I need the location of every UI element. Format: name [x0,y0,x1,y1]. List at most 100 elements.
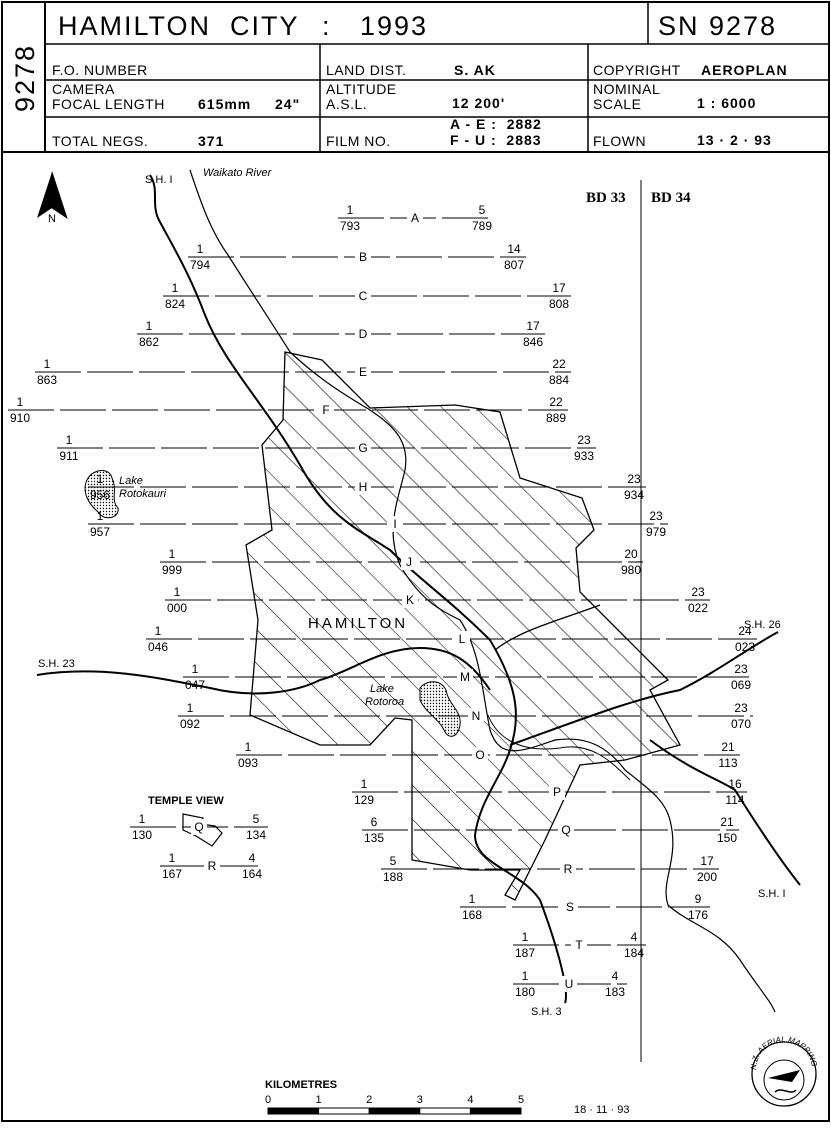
asl-label: A.S.L. [326,96,367,112]
lake-rotoroa-label-1: Lake [370,683,394,695]
run-label-gap [468,708,484,724]
run-f-right-bottom: 889 [546,411,566,425]
sheet-title: HAMILTON CITY [58,11,300,41]
run-tr-left-bottom: 167 [162,867,182,881]
run-i-left-bottom: 957 [90,525,110,539]
river-label: Waikato River [203,167,273,179]
run-label-gap [355,288,371,304]
run-label-gap [355,364,371,380]
run-label-gap [549,784,565,800]
total-negs-value: 371 [198,133,224,149]
nominal-label: NOMINAL [593,81,660,97]
lake-rotokauri [84,470,119,519]
run-f-right-top: 22 [549,395,563,409]
total-negs-label: TOTAL NEGS. [52,133,148,149]
waikato-river-bank [487,714,631,781]
run-tq-left-bottom: 130 [132,828,152,842]
run-p-left-bottom: 129 [354,793,374,807]
copyright-value: AEROPLAN [701,62,788,78]
focal-mm: 615mm [198,96,251,112]
flown-value: 13 · 2 · 93 [697,132,772,148]
focal-length-label: FOCAL LENGTH [52,96,165,112]
run-letter-k: K [406,593,414,607]
run-letter-b: B [359,250,367,264]
run-o-right-bottom: 113 [718,756,737,770]
scale-value: 1 : 6000 [697,95,756,111]
scale-tick-label: 4 [467,1094,473,1106]
run-c-right-bottom: 808 [549,297,569,311]
run-s-left-bottom: 168 [462,908,482,922]
run-label-gap [407,210,423,226]
run-letter-m: M [460,670,470,684]
run-u-right-bottom: 183 [605,985,625,999]
road-sh1 [149,174,567,1004]
run-m-right-bottom: 069 [731,678,751,692]
run-s-right-top: 9 [695,892,702,906]
run-letter-q: Q [561,823,570,837]
run-j-right-top: 20 [624,547,638,561]
run-f-left-bottom: 910 [10,411,30,425]
run-j-left-bottom: 999 [162,563,182,577]
sh1-top-label: S.H. I [145,174,173,186]
run-tq-right-bottom: 134 [246,828,266,842]
scale-tick-label: 0 [265,1094,271,1106]
lake-rotoroa-label-2: Rotoroa [365,696,404,708]
film-ae: A - E : 2882 [450,116,542,132]
run-label-gap [562,899,578,915]
run-p-right-bottom: 114 [725,793,744,807]
run-label-gap [355,440,371,456]
run-g-right-top: 23 [577,433,591,447]
run-t-right-bottom: 184 [624,946,644,960]
run-o-left-top: 1 [245,740,252,754]
film-fu: F - U : 2883 [450,132,542,148]
run-label-gap [355,249,371,265]
title-colon: : [322,11,332,41]
road-sh23 [36,646,491,695]
run-r-left-bottom: 188 [383,870,403,884]
run-s-right-bottom: 176 [688,908,708,922]
run-k-left-bottom: 000 [167,601,187,615]
run-b-right-top: 14 [507,242,521,256]
side-code: 9278 [10,44,40,112]
run-e-left-top: 1 [44,357,51,371]
sheet-label-bd33: BD 33 [586,190,626,206]
run-q-right-top: 21 [720,815,734,829]
run-p-left-top: 1 [361,777,368,791]
run-i-right-bottom: 979 [646,525,666,539]
run-n-left-top: 1 [187,701,194,715]
sh26-label: S.H. 26 [744,619,781,631]
run-label-gap [457,669,473,685]
run-letter-a: A [411,211,419,225]
north-label: N [48,213,56,225]
run-label-gap [402,592,418,608]
sheet-label-bd34: BD 34 [651,190,691,206]
run-d-left-bottom: 862 [139,335,159,349]
lake-rotokauri-label-1: Lake [119,475,143,487]
run-letter-tq: Q [194,820,203,834]
run-b-left-bottom: 794 [190,258,210,272]
scale-tick-label: 5 [518,1094,524,1106]
run-letter-u: U [565,977,574,991]
scale-tick-label: 3 [417,1094,423,1106]
run-k-right-top: 23 [691,585,705,599]
land-dist-label: LAND DIST. [326,62,406,78]
run-j-right-bottom: 980 [621,563,641,577]
run-o-left-bottom: 093 [238,756,258,770]
run-m-left-bottom: 047 [185,678,205,692]
run-letter-g: G [358,441,367,455]
run-e-left-bottom: 863 [37,373,57,387]
flight-runs: A17935789B179414807C182417808D186217846E… [8,203,757,999]
run-label-gap [387,516,403,532]
run-letter-i: I [393,517,396,531]
north-arrow: N [37,171,68,225]
run-label-gap [571,937,587,953]
run-k-right-bottom: 022 [688,601,708,615]
run-letter-c: C [359,289,368,303]
scale-tick-label: 1 [316,1094,322,1106]
run-l-left-bottom: 046 [148,640,168,654]
run-c-left-top: 1 [172,281,179,295]
run-q-left-bottom: 135 [364,831,384,845]
focal-in: 24" [275,96,300,112]
